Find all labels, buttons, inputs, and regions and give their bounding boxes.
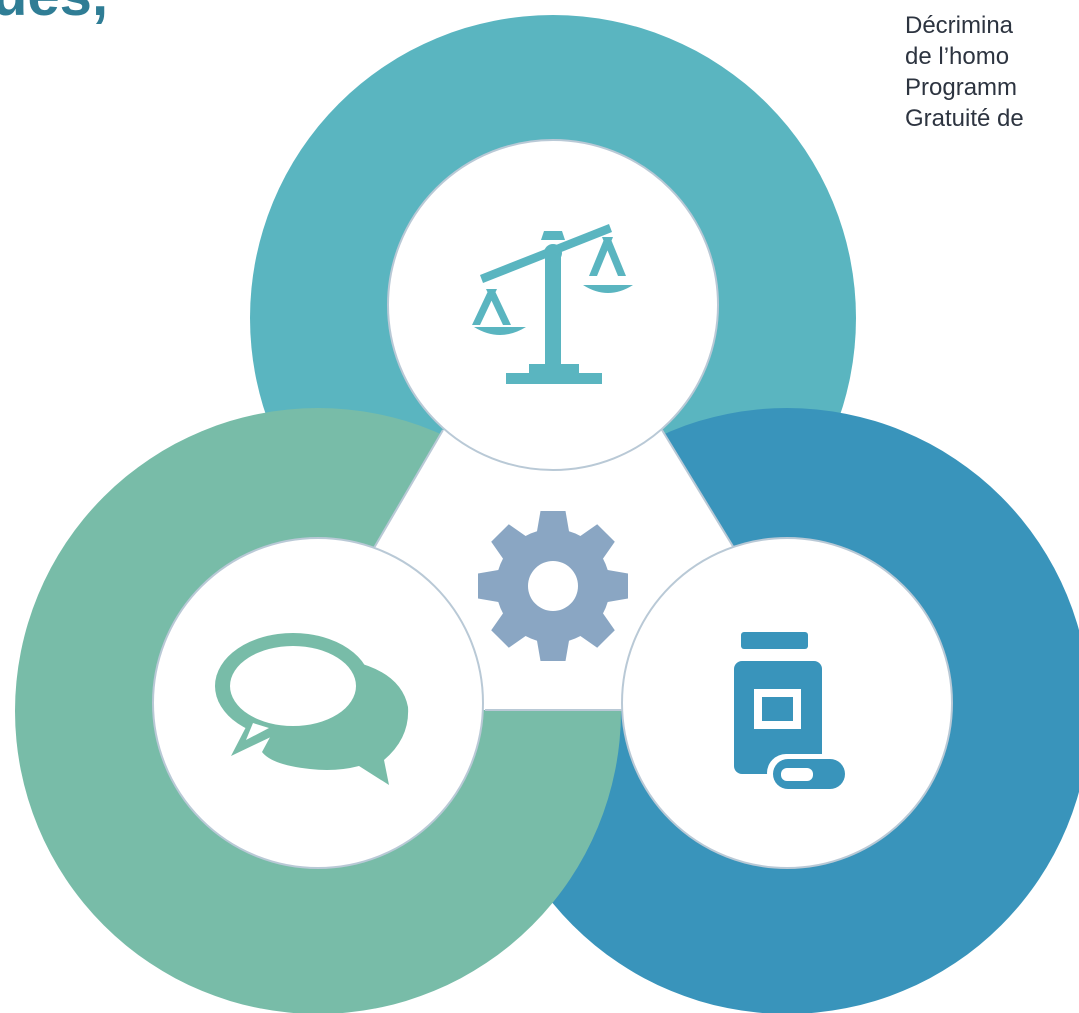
side-text-list: Décrimina de l’homo Programm Gratuité de [905,10,1079,134]
medicine-bottle-icon [734,632,849,792]
center-outline [661,429,738,554]
side-text-line: Gratuité de [905,105,1024,132]
speech-bubbles-icon [215,633,409,785]
center-outline [370,429,444,554]
side-text-line: Programm [905,74,1018,101]
side-text-line: Décrimina [905,12,1014,39]
gear-icon [478,511,628,661]
side-text-line: de l’homo [905,43,1010,70]
heading-fragment: ues, [0,0,108,29]
scales-of-justice-icon [472,224,633,384]
